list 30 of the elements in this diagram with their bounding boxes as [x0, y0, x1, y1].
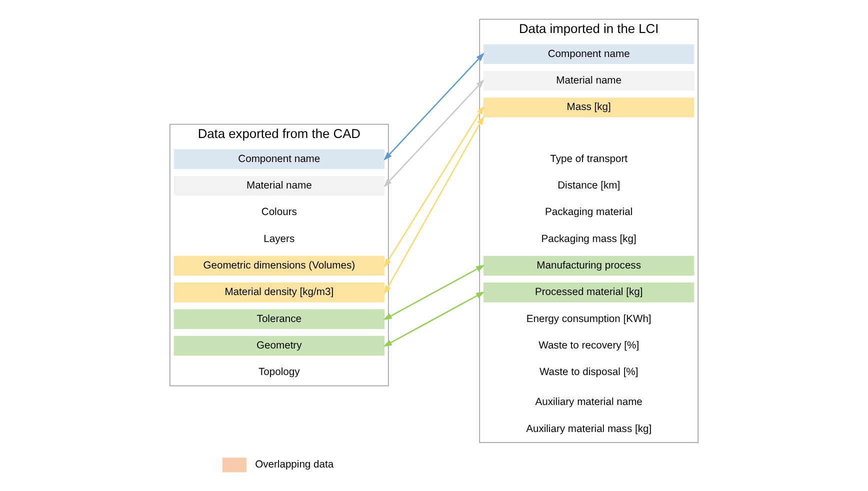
node-box: Manufacturing process: [483, 255, 694, 276]
node-box: Material density [kg/m3]: [174, 282, 385, 302]
node-text: Auxiliary material name: [535, 396, 642, 408]
node-text: Packaging material: [544, 206, 633, 218]
node-text: Auxiliary material mass [kg]: [526, 423, 652, 434]
node-text: Distance [km]: [558, 180, 620, 191]
node-box: Geometric dimensions (Volumes): [174, 255, 385, 276]
node-text: Waste to recovery [%]: [538, 340, 640, 351]
node-text: Colours: [261, 206, 297, 218]
arrow: [384, 105, 484, 267]
node-box: Geometry: [174, 335, 385, 356]
node-text: Packaging mass [kg]: [541, 233, 636, 244]
node-box: Material name: [174, 175, 385, 196]
node-text: Waste to disposal [%]: [539, 366, 638, 378]
node-text: Topology: [258, 366, 300, 378]
node-text: Layers: [264, 233, 295, 244]
node-box: Component name: [174, 148, 385, 168]
node-box: Processed material [kg]: [483, 282, 694, 302]
node-text: Type of transport: [550, 153, 628, 164]
arrow: [384, 52, 484, 160]
arrow: [383, 264, 485, 320]
node-text: Energy consumption [KWh]: [526, 313, 652, 324]
arrow: [384, 116, 484, 294]
node-box: Mass [kg]: [483, 97, 694, 117]
arrow: [383, 291, 485, 346]
node-box: Component name: [483, 44, 694, 64]
legend-label: Overlapping data: [255, 459, 334, 470]
node-box: Tolerance: [174, 308, 385, 329]
node-box: Material name: [483, 70, 694, 90]
arrow: [384, 78, 484, 187]
